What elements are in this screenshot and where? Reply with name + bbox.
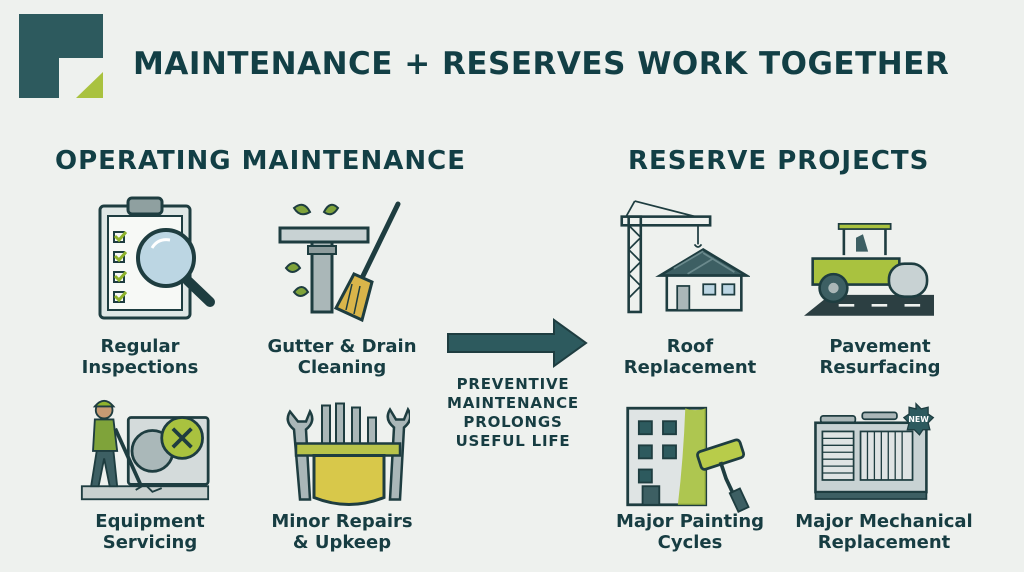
right-arrow-icon [447,318,588,368]
hvac-unit-new-icon: NEW [814,402,935,500]
reserve-projects-heading: RESERVE PROJECTS [628,146,930,176]
new-badge: NEW [908,415,929,424]
preventive-maintenance-note: PREVENTIVE MAINTENANCE PROLONGS USEFUL L… [447,375,579,450]
worker-service-icon [80,399,210,501]
gutter-broom-icon [278,201,401,323]
clipboard-magnifier-icon [98,196,215,320]
road-roller-icon [804,223,934,316]
page-title: MAINTENANCE + RESERVES WORK TOGETHER [133,46,950,82]
brand-logo-icon [19,14,103,98]
operating-maintenance-heading: OPERATING MAINTENANCE [55,146,467,176]
tool-belt-icon [286,402,410,506]
crane-house-roof-icon [620,200,750,314]
minor-repairs-upkeep-label: Minor Repairs& Upkeep [271,511,413,553]
building-paint-roller-icon [626,406,750,513]
